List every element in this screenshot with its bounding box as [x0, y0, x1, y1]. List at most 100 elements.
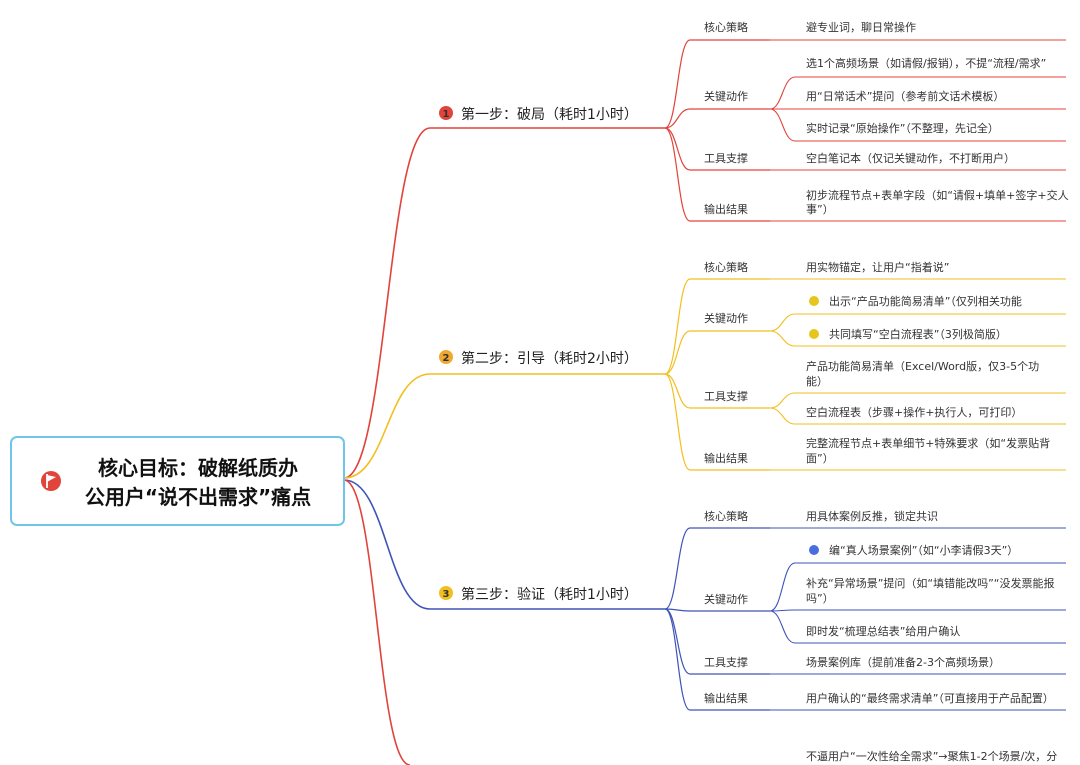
- step2-cat-tools[interactable]: 工具支撑: [704, 389, 748, 403]
- svg-text:输出结果: 输出结果: [704, 451, 748, 465]
- leaf-node[interactable]: 完整流程节点+表单细节+特殊要求（如“发票贴背 面”）: [806, 436, 1050, 465]
- svg-text:关键动作: 关键动作: [704, 89, 748, 103]
- leaf-connector: [769, 562, 796, 612]
- root-connector: [343, 127, 431, 479]
- leaf-node[interactable]: 用具体案例反推，锁定共识: [806, 509, 938, 523]
- category-connector: [664, 527, 691, 610]
- svg-text:用实物锚定，让用户“指着说”: 用实物锚定，让用户“指着说”: [806, 260, 949, 274]
- svg-text:实时记录“原始操作”（不整理，先记全）: 实时记录“原始操作”（不整理，先记全）: [806, 121, 999, 135]
- svg-text:编“真人场景案例”（如“小李请假3天”）: 编“真人场景案例”（如“小李请假3天”）: [829, 543, 1018, 557]
- number-2-badge-icon: 2: [439, 350, 453, 364]
- root-connector: [343, 479, 411, 765]
- svg-text:面”）: 面”）: [806, 452, 834, 465]
- step-node-3[interactable]: 3 第三步：验证（耗时1小时）: [439, 586, 638, 603]
- leaf-node[interactable]: 即时发“梳理总结表”给用户确认: [806, 624, 960, 638]
- step1-cat-actions[interactable]: 关键动作: [704, 89, 748, 103]
- category-connector: [664, 108, 691, 129]
- svg-text:产品功能简易清单（Excel/Word版，仅3-5个功: 产品功能简易清单（Excel/Word版，仅3-5个功: [806, 359, 1039, 373]
- leaf-connector: [769, 76, 796, 110]
- step2-cat-strategy[interactable]: 核心策略: [704, 260, 748, 274]
- svg-text:出示“产品功能简易清单”（仅列相关功能: 出示“产品功能简易清单”（仅列相关功能: [829, 294, 1022, 308]
- category-connector: [664, 127, 691, 171]
- category-connector: [664, 330, 691, 375]
- step3-cat-actions[interactable]: 关键动作: [704, 592, 748, 606]
- leaf-node[interactable]: 避专业词，聊日常操作: [806, 20, 916, 34]
- root-node[interactable]: 核心目标：破解纸质办 公用户“说不出需求”痛点: [10, 436, 345, 526]
- svg-text:1: 1: [443, 109, 450, 120]
- leaf-node[interactable]: 补充“异常场景”提问（如“填错能改吗”“没发票能报 吗”）: [806, 576, 1055, 605]
- step-node-2[interactable]: 2 第二步：引导（耗时2小时）: [439, 350, 638, 367]
- svg-text:事”）: 事”）: [806, 203, 834, 216]
- svg-text:工具支撑: 工具支撑: [704, 389, 748, 403]
- number-3-badge-icon: 3: [439, 586, 453, 600]
- red-flag-icon: [41, 471, 61, 491]
- step3-cat-output[interactable]: 输出结果: [704, 691, 748, 705]
- leaf-node[interactable]: 用“日常话术”提问（参考前文话术模板）: [806, 89, 1004, 103]
- svg-text:输出结果: 输出结果: [704, 202, 748, 216]
- leaf-connector: [769, 407, 796, 425]
- category-connector: [664, 608, 691, 675]
- root-connector: [343, 373, 431, 479]
- svg-text:空白流程表（步骤+操作+执行人，可打印）: 空白流程表（步骤+操作+执行人，可打印）: [806, 405, 1022, 419]
- svg-text:选1个高频场景（如请假/报销），不提“流程/需求”: 选1个高频场景（如请假/报销），不提“流程/需求”: [806, 56, 1046, 70]
- leaf-node[interactable]: 共同填写“空白流程表”（3列极简版）: [809, 327, 1007, 341]
- leaf-connector: [769, 609, 796, 612]
- step2-cat-actions[interactable]: 关键动作: [704, 311, 748, 325]
- yellow-dot-icon: [809, 296, 819, 306]
- leaf-node[interactable]: 空白笔记本（仅记关键动作，不打断用户）: [806, 151, 1015, 165]
- svg-text:核心策略: 核心策略: [704, 509, 748, 523]
- number-1-badge-icon: 1: [439, 106, 453, 120]
- step3-cat-strategy[interactable]: 核心策略: [704, 509, 748, 523]
- step1-cat-output[interactable]: 输出结果: [704, 202, 748, 216]
- step1-cat-strategy[interactable]: 核心策略: [704, 20, 748, 34]
- leaf-connector: [769, 330, 796, 347]
- svg-text:初步流程节点+表单字段（如“请假+填单+签字+交人: 初步流程节点+表单字段（如“请假+填单+签字+交人: [806, 188, 1069, 202]
- leaf-node[interactable]: 用实物锚定，让用户“指着说”: [806, 260, 949, 274]
- leaf-connector: [769, 313, 796, 332]
- svg-text:共同填写“空白流程表”（3列极简版）: 共同填写“空白流程表”（3列极简版）: [829, 327, 1007, 341]
- category-connector: [664, 608, 691, 711]
- step3-cat-tools[interactable]: 工具支撑: [704, 655, 748, 669]
- svg-text:补充“异常场景”提问（如“填错能改吗”“没发票能报: 补充“异常场景”提问（如“填错能改吗”“没发票能报: [806, 576, 1055, 590]
- svg-text:核心策略: 核心策略: [704, 20, 748, 34]
- svg-text:避专业词，聊日常操作: 避专业词，聊日常操作: [806, 20, 916, 34]
- svg-text:输出结果: 输出结果: [704, 691, 748, 705]
- svg-text:工具支撑: 工具支撑: [704, 655, 748, 669]
- leaf-node[interactable]: 产品功能简易清单（Excel/Word版，仅3-5个功 能）: [806, 359, 1039, 388]
- leaf-node[interactable]: 场景案例库（提前准备2-3个高频场景）: [806, 655, 1000, 669]
- svg-text:即时发“梳理总结表”给用户确认: 即时发“梳理总结表”给用户确认: [806, 624, 960, 638]
- svg-text:用户确认的“最终需求清单”（可直接用于产品配置）: 用户确认的“最终需求清单”（可直接用于产品配置）: [806, 691, 1054, 705]
- svg-text:吗”）: 吗”）: [806, 592, 834, 605]
- root-title-line1: 核心目标：破解纸质办: [98, 456, 298, 480]
- step1-cat-tools[interactable]: 工具支撑: [704, 151, 748, 165]
- leaf-node[interactable]: 出示“产品功能简易清单”（仅列相关功能: [809, 294, 1022, 308]
- leaf-node[interactable]: 不逼用户“一次性给全需求”→聚焦1-2个场景/次，分: [806, 749, 1057, 763]
- category-connector: [664, 39, 691, 129]
- leaf-node[interactable]: 用户确认的“最终需求清单”（可直接用于产品配置）: [806, 691, 1054, 705]
- step-label-3: 第三步：验证（耗时1小时）: [461, 586, 638, 603]
- leaf-node[interactable]: 初步流程节点+表单字段（如“请假+填单+签字+交人 事”）: [806, 188, 1069, 216]
- blue-dot-icon: [809, 545, 819, 555]
- svg-text:关键动作: 关键动作: [704, 311, 748, 325]
- step2-cat-output[interactable]: 输出结果: [704, 451, 748, 465]
- leaf-connector: [769, 108, 796, 142]
- category-connector: [664, 373, 691, 471]
- leaf-node[interactable]: 空白流程表（步骤+操作+执行人，可打印）: [806, 405, 1022, 419]
- svg-text:能）: 能）: [806, 374, 828, 388]
- leaf-node[interactable]: 编“真人场景案例”（如“小李请假3天”）: [809, 543, 1018, 557]
- svg-text:工具支撑: 工具支撑: [704, 151, 748, 165]
- step-node-1[interactable]: 1 第一步：破局（耗时1小时）: [439, 106, 638, 123]
- svg-text:核心策略: 核心策略: [704, 260, 748, 274]
- yellow-dot-icon: [809, 329, 819, 339]
- category-connector: [664, 278, 691, 375]
- svg-text:关键动作: 关键动作: [704, 592, 748, 606]
- svg-text:2: 2: [443, 353, 450, 364]
- leaf-node[interactable]: 选1个高频场景（如请假/报销），不提“流程/需求”: [806, 56, 1046, 70]
- svg-text:不逼用户“一次性给全需求”→聚焦1-2个场景/次，分: 不逼用户“一次性给全需求”→聚焦1-2个场景/次，分: [806, 749, 1057, 763]
- svg-text:场景案例库（提前准备2-3个高频场景）: 场景案例库（提前准备2-3个高频场景）: [806, 655, 1000, 669]
- category-connector: [664, 373, 691, 409]
- category-connector: [664, 608, 691, 612]
- leaf-node[interactable]: 实时记录“原始操作”（不整理，先记全）: [806, 121, 999, 135]
- root-title-line2: 公用户“说不出需求”痛点: [85, 485, 311, 509]
